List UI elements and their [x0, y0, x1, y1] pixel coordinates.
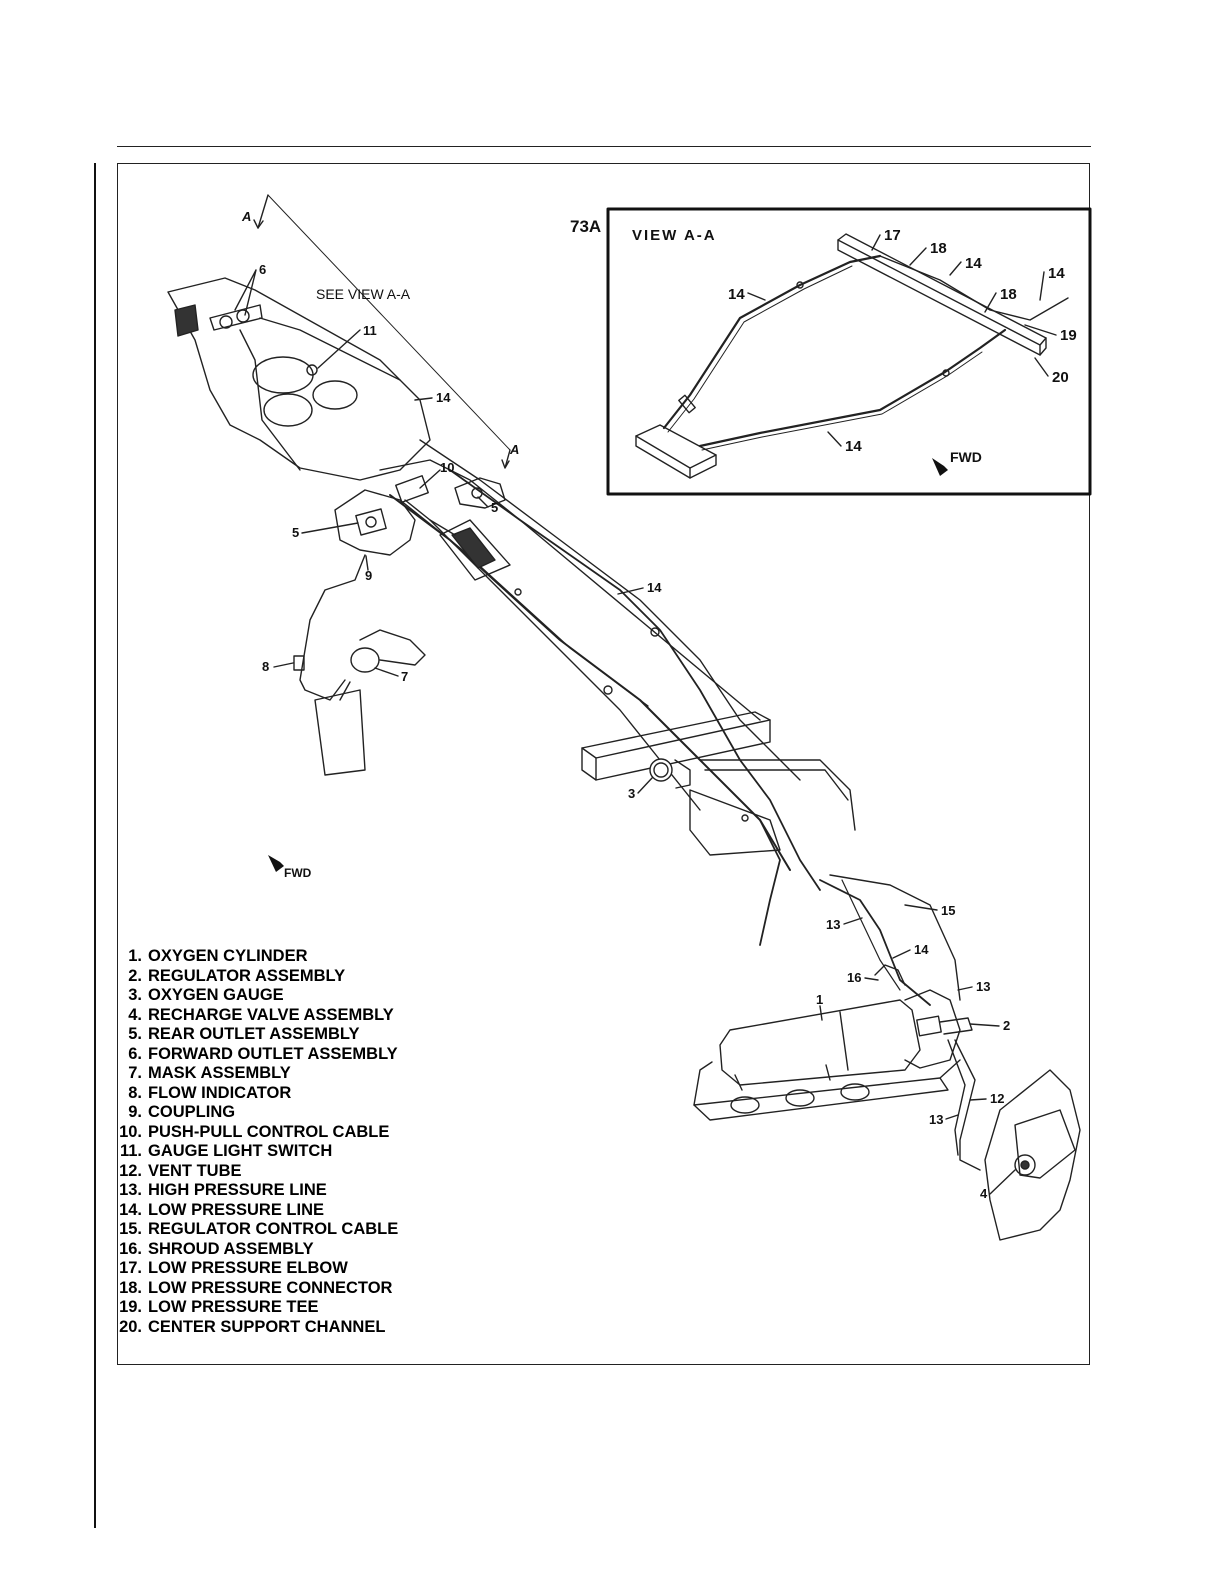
inset-fwd-indicator: FWD — [932, 449, 982, 476]
front-fitting-block — [635, 424, 717, 479]
fwd-indicator: FWD — [268, 855, 312, 880]
figure-frame — [117, 163, 1090, 1365]
callout-8: 8 — [262, 659, 269, 674]
callout-9: 9 — [365, 568, 372, 583]
view-a-a-inset: 73A VIEW A-A 14 17 18 14 — [570, 207, 1092, 496]
recharge-valve-panel — [984, 1069, 1081, 1241]
callout-15: 15 — [941, 903, 955, 918]
legend-item: 7.MASK ASSEMBLY — [128, 1064, 291, 1082]
callout-5b: 5 — [491, 500, 498, 515]
left-margin-rule — [94, 163, 96, 1528]
legend-item: 12.VENT TUBE — [119, 1161, 242, 1180]
section-marker-bottom: A — [509, 442, 519, 457]
legend-item: 17.LOW PRESSURE ELBOW — [119, 1259, 348, 1277]
legend-item: 11.GAUGE LIGHT SWITCH — [119, 1142, 333, 1160]
fwd-label: FWD — [284, 866, 312, 880]
cylinder-lines — [819, 874, 981, 1171]
callout-12: 12 — [990, 1091, 1004, 1106]
legend-item: 20.CENTER SUPPORT CHANNEL — [119, 1317, 386, 1336]
mask-assembly — [293, 554, 426, 776]
legend-item: 3.OXYGEN GAUGE — [128, 986, 284, 1004]
inset-title: VIEW A-A — [632, 227, 717, 244]
inset-callout-19: 19 — [1060, 327, 1077, 344]
inset-callout-20: 20 — [1052, 369, 1069, 386]
legend-item: 19.LOW PRESSURE TEE — [119, 1298, 319, 1316]
legend-item: 1.OXYGEN CYLINDER — [128, 947, 308, 965]
legend-item: 14.LOW PRESSURE LINE — [119, 1200, 325, 1219]
callout-10: 10 — [440, 460, 454, 475]
legend-item: 15.REGULATOR CONTROL CABLE — [119, 1220, 399, 1238]
callout-13c: 13 — [929, 1112, 943, 1127]
callout-14a: 14 — [436, 390, 451, 405]
parts-legend: 1.OXYGEN CYLINDER 2.REGULATOR ASSEMBLY 3… — [108, 947, 438, 1337]
inset-callout-14a: 14 — [728, 286, 745, 303]
callout-16: 16 — [847, 970, 861, 985]
legend-item: 18.LOW PRESSURE CONNECTOR — [119, 1278, 393, 1297]
forward-cabin-panel — [167, 277, 431, 481]
legend-item: 6.FORWARD OUTLET ASSEMBLY — [128, 1044, 398, 1063]
callout-7: 7 — [401, 669, 408, 684]
inset-callout-18a: 18 — [930, 240, 947, 257]
legend-item: 2.REGULATOR ASSEMBLY — [128, 966, 346, 985]
oxygen-gauge — [649, 758, 691, 789]
rear-outlet-left — [334, 489, 416, 556]
callout-4: 4 — [980, 1186, 988, 1201]
callout-6: 6 — [259, 262, 266, 277]
legend-item: 10.PUSH-PULL CONTROL CABLE — [119, 1122, 390, 1141]
inset-callouts: 14 17 18 14 14 18 19 20 14 — [728, 227, 1077, 455]
callout-11: 11 — [363, 323, 377, 338]
inset-callout-14b: 14 — [965, 255, 982, 272]
fwd-arrow-icon — [268, 855, 284, 872]
legend-item: 13.HIGH PRESSURE LINE — [119, 1181, 327, 1199]
callout-13b: 13 — [976, 979, 990, 994]
callout-14b: 14 — [647, 580, 662, 595]
main-tube-run — [379, 439, 856, 946]
rear-fuselage-panel — [689, 789, 781, 856]
inset-tag: 73A — [570, 217, 601, 236]
oxygen-cylinder — [693, 989, 973, 1121]
legend-item: 5.REAR OUTLET ASSEMBLY — [128, 1025, 360, 1043]
legend-item: 16.SHROUD ASSEMBLY — [119, 1239, 314, 1258]
main-callouts: 6 11 14 10 5 5 9 14 8 7 3 15 13 14 16 13… — [234, 262, 1016, 1201]
legend-item: 4.RECHARGE VALVE ASSEMBLY — [128, 1005, 394, 1024]
callout-14c: 14 — [914, 942, 929, 957]
center-support-channel — [837, 233, 1047, 356]
callout-5a: 5 — [292, 525, 299, 540]
inset-callout-18b: 18 — [1000, 286, 1017, 303]
top-rule — [117, 146, 1091, 147]
section-marker-top: A — [241, 209, 251, 224]
inset-callout-17: 17 — [884, 227, 901, 244]
legend-item: 9.COUPLING — [128, 1103, 236, 1121]
rear-outlet-right — [454, 477, 506, 509]
callout-3: 3 — [628, 786, 635, 801]
inset-callout-14c: 14 — [1048, 265, 1065, 282]
fwd-arrow-icon — [932, 458, 948, 476]
callout-1: 1 — [816, 992, 823, 1007]
section-line-a-a: A A SEE VIEW A-A — [241, 194, 519, 469]
inset-fwd-label: FWD — [950, 449, 982, 465]
callout-13a: 13 — [826, 917, 840, 932]
see-view-note: SEE VIEW A-A — [316, 286, 411, 302]
legend-item: 8.FLOW INDICATOR — [128, 1083, 292, 1102]
callout-2: 2 — [1003, 1018, 1010, 1033]
inset-callout-14d: 14 — [845, 438, 862, 455]
